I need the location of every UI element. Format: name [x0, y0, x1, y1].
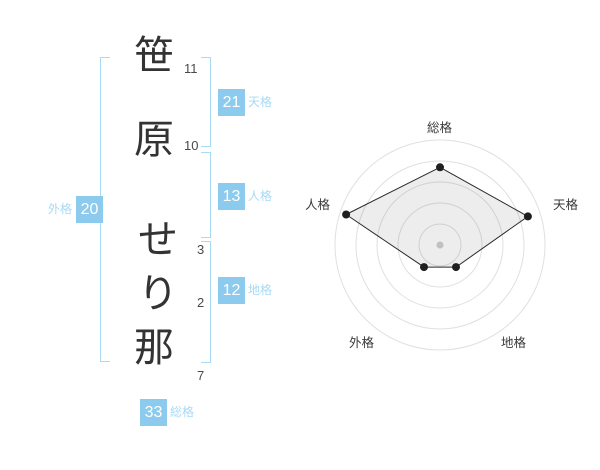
- name-char-5: 那: [134, 326, 174, 370]
- jinkaku-value-badge: 13: [218, 183, 245, 210]
- radar-chart: [310, 110, 580, 380]
- name-char-3: せ: [138, 218, 178, 262]
- axis-label-gaikaku: 外格: [349, 336, 375, 350]
- jinkaku-label: 人格: [248, 189, 273, 203]
- radar-center-dot: [436, 241, 444, 249]
- axis-label-soukaku: 総格: [427, 121, 453, 135]
- radar-chart-svg: [334, 139, 546, 351]
- gaikaku-value-badge: 20: [76, 196, 103, 223]
- stroke-count-2: 10: [184, 138, 199, 153]
- jinkaku-bracket: [201, 152, 211, 238]
- radar-dots: [342, 163, 532, 272]
- stroke-count-3: 3: [197, 242, 205, 257]
- soukaku-label: 総格: [170, 405, 195, 419]
- chikaku-value-badge: 12: [218, 277, 245, 304]
- radar-polygon: [345, 166, 529, 268]
- gaikaku-label: 外格: [48, 202, 73, 216]
- chikaku-label: 地格: [248, 283, 273, 297]
- name-char-2: 原: [134, 118, 174, 162]
- tenkaku-bracket: [201, 57, 211, 147]
- stroke-count-5: 7: [197, 368, 205, 383]
- soukaku-value-badge: 33: [140, 399, 167, 426]
- chikaku-bracket: [201, 241, 211, 363]
- axis-label-chikaku: 地格: [501, 336, 527, 350]
- radar-rings: [334, 139, 546, 351]
- tenkaku-label: 天格: [248, 95, 273, 109]
- name-char-4: り: [138, 272, 178, 316]
- stroke-count-4: 2: [197, 295, 205, 310]
- stroke-count-1: 11: [184, 61, 198, 76]
- tenkaku-value-badge: 21: [218, 89, 245, 116]
- axis-label-tenkaku: 天格: [553, 198, 579, 212]
- axis-label-jinkaku: 人格: [305, 198, 331, 212]
- name-char-1: 笹: [134, 34, 174, 78]
